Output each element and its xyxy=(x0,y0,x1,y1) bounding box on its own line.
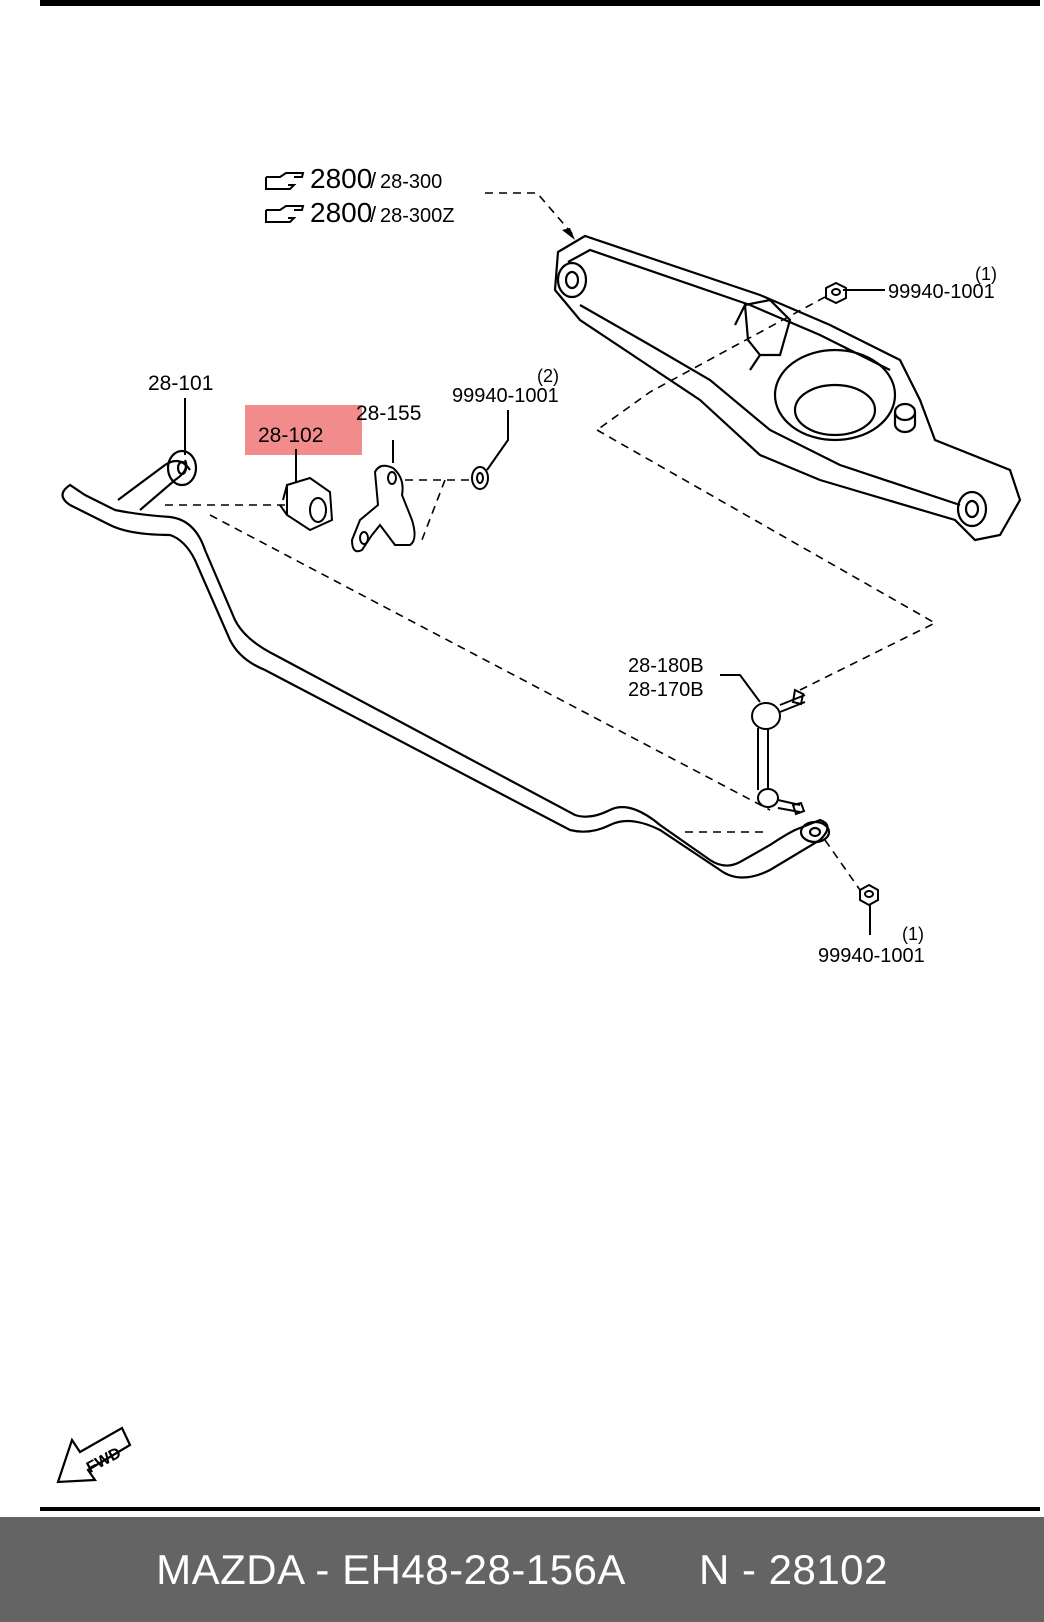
ref-separator-1: / xyxy=(370,168,377,193)
label-link-1: 28-180B xyxy=(628,655,704,677)
label-nut-arm: 99940-1001 xyxy=(888,281,995,303)
ref-sub-1: 28-300 xyxy=(380,171,442,193)
bolt-top xyxy=(471,466,489,490)
pointing-hand-icon xyxy=(265,172,305,223)
ref-separator-2: / xyxy=(370,202,377,227)
label-nut-arm-qty: (1) xyxy=(975,264,997,284)
nut-arm xyxy=(825,281,847,305)
clamp xyxy=(350,464,416,553)
label-bolt-top: 99940-1001 xyxy=(452,385,559,407)
ref-main-1: 2800 xyxy=(310,163,372,194)
footer-bar: MAZDA - EH48-28-156A N - 28102 xyxy=(0,1517,1044,1622)
stabilizer-bar xyxy=(61,449,831,879)
footer-ref-number: N - 28102 xyxy=(698,1545,888,1593)
label-stabilizer-bar: 28-101 xyxy=(148,372,213,395)
label-link-2: 28-170B xyxy=(628,679,704,701)
leader-lines xyxy=(184,289,885,935)
fwd-arrow-icon: FWD xyxy=(56,1426,132,1484)
label-clamp: 28-155 xyxy=(356,402,421,425)
nut-bar xyxy=(859,883,879,907)
label-bolt-top-qty: (2) xyxy=(537,366,559,386)
bushing xyxy=(279,476,334,532)
label-bushing: 28-102 xyxy=(258,424,323,447)
ref-sub-2: 28-300Z xyxy=(380,205,455,227)
parts-diagram: 2800 28-300 / 2800 28-300Z / 28-101 28-1… xyxy=(40,0,1040,1511)
highlight-box xyxy=(245,405,362,455)
arrowhead xyxy=(562,228,575,240)
top-border xyxy=(40,0,1040,6)
fwd-label: FWD xyxy=(84,1445,124,1477)
label-nut-bar: 99940-1001 xyxy=(818,945,925,967)
connection-lines xyxy=(165,192,937,891)
lower-control-arm xyxy=(553,234,1022,542)
ref-main-2: 2800 xyxy=(310,197,372,228)
footer-brand-part: MAZDA - EH48-28-156A xyxy=(156,1545,626,1593)
label-nut-bar-qty: (1) xyxy=(902,924,924,944)
footer-spacer xyxy=(626,1546,699,1594)
bottom-rule xyxy=(40,1507,1040,1511)
stabilizer-link xyxy=(751,688,806,816)
